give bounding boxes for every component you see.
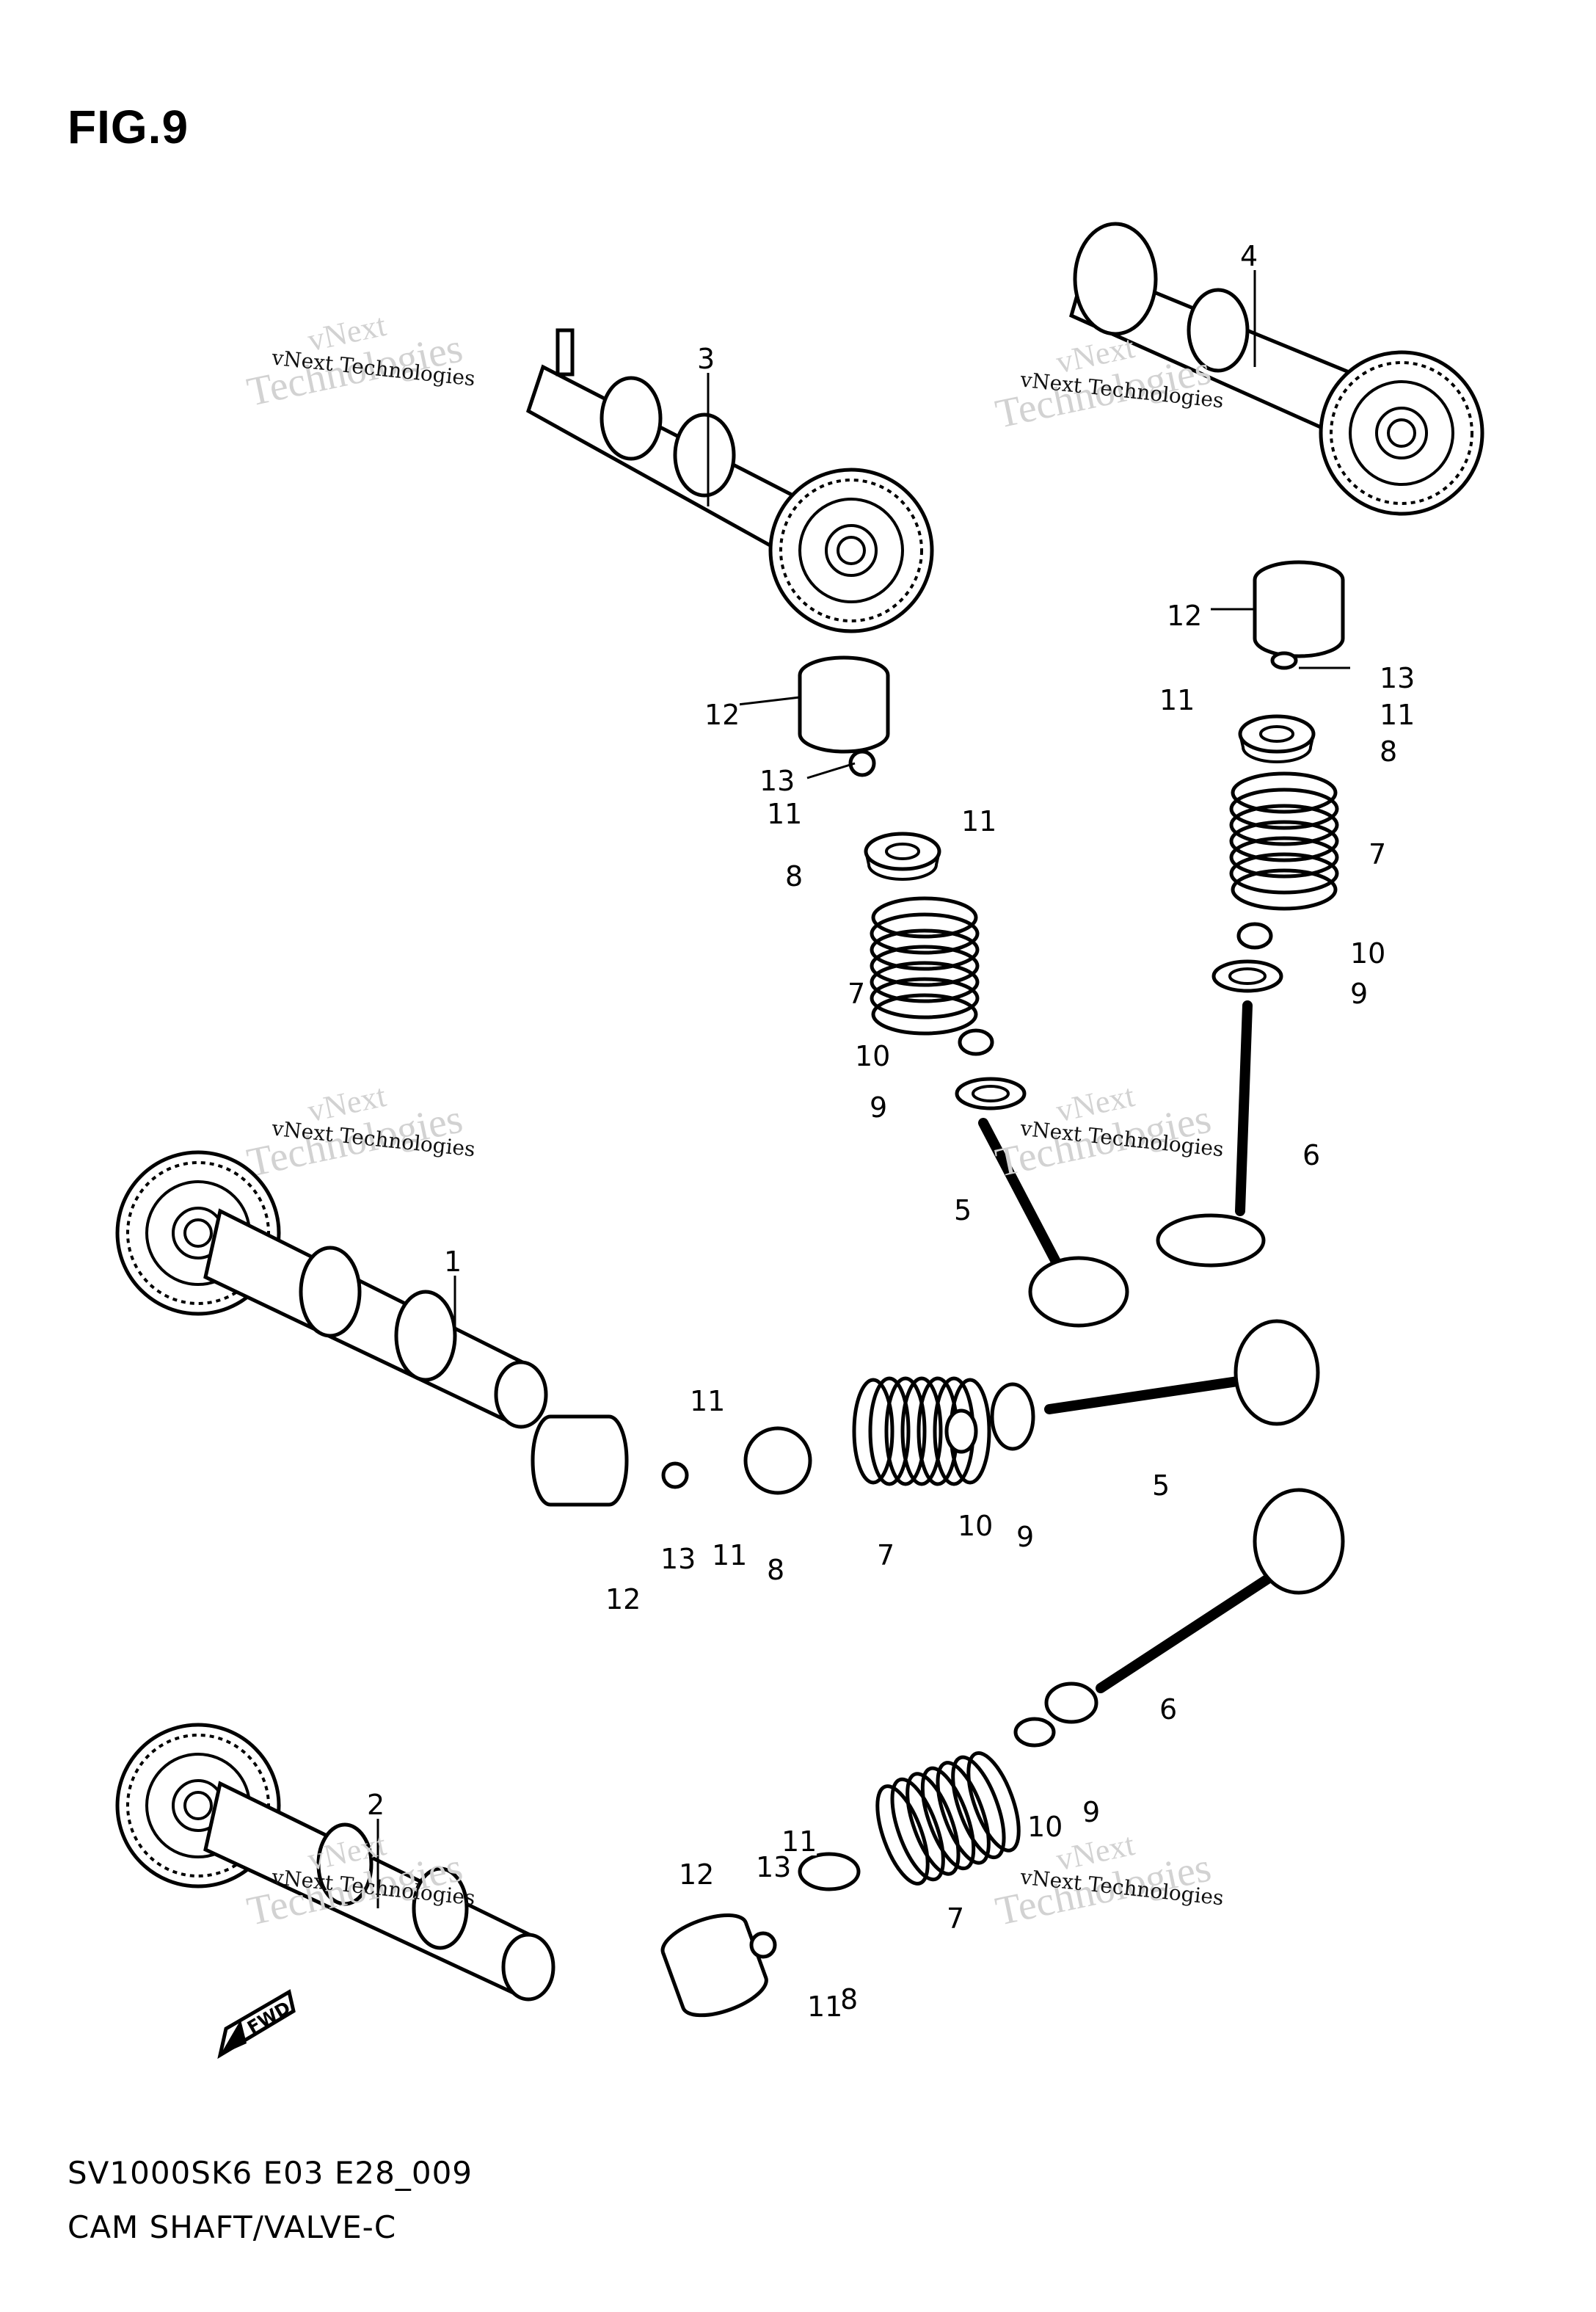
callout-cot11_b2: 11 bbox=[1380, 699, 1415, 731]
callout-cot11_a1: 11 bbox=[767, 798, 803, 830]
camshaft-4 bbox=[1069, 222, 1482, 514]
callout-cot11_a2: 11 bbox=[961, 805, 997, 837]
callout-shim13_d: 13 bbox=[756, 1851, 792, 1883]
callout-cam1: 1 bbox=[444, 1246, 462, 1278]
callout-cot11_d2: 11 bbox=[807, 1991, 843, 2023]
callout-seat9_d: 9 bbox=[1082, 1796, 1101, 1828]
callout-spring7_b: 7 bbox=[1369, 838, 1387, 870]
callout-ret8_d: 8 bbox=[840, 1983, 859, 2015]
callout-tap12_b: 12 bbox=[1167, 600, 1203, 632]
camshaft-2 bbox=[117, 1725, 555, 2002]
callout-seal10_a: 10 bbox=[855, 1040, 891, 1072]
callout-spring7_a: 7 bbox=[848, 978, 866, 1010]
callout-ret8_c: 8 bbox=[767, 1554, 785, 1586]
callout-cot11_c2: 11 bbox=[712, 1539, 748, 1571]
callout-cot11_b1: 11 bbox=[1159, 684, 1195, 716]
callout-valve5_lower: 5 bbox=[1152, 1469, 1170, 1502]
callout-cam4: 4 bbox=[1240, 240, 1258, 272]
valve-stack-right bbox=[1156, 562, 1343, 1268]
callout-shim13_a: 13 bbox=[759, 765, 795, 797]
valve-stack-lower bbox=[657, 1488, 1345, 2024]
camshaft-1 bbox=[117, 1152, 548, 1429]
callout-shim13_c: 13 bbox=[660, 1543, 696, 1575]
callout-seal10_d: 10 bbox=[1027, 1811, 1063, 1843]
valve-stack-center bbox=[800, 658, 1129, 1328]
callout-seat9_a: 9 bbox=[870, 1091, 888, 1124]
callout-tap12_d: 12 bbox=[679, 1858, 715, 1891]
diagram-caption: CAM SHAFT/VALVE-C bbox=[68, 2209, 397, 2245]
figure-title: FIG.9 bbox=[68, 101, 189, 153]
callout-cot11_d1: 11 bbox=[781, 1825, 817, 1858]
callout-cam2: 2 bbox=[367, 1789, 385, 1821]
callout-seal10_b: 10 bbox=[1350, 937, 1386, 970]
callout-cot11_c1: 11 bbox=[690, 1385, 726, 1417]
camshaft-3 bbox=[525, 328, 932, 631]
callout-spring7_c: 7 bbox=[877, 1539, 895, 1571]
fwd-arrow bbox=[217, 1989, 296, 2060]
callout-seal10_c: 10 bbox=[958, 1510, 994, 1542]
model-code: SV1000SK6 E03 E28_009 bbox=[68, 2155, 473, 2191]
valve-stack-middle bbox=[533, 1319, 1320, 1505]
callout-ret8_b: 8 bbox=[1380, 735, 1398, 768]
callout-valve5_upper: 5 bbox=[954, 1194, 972, 1226]
callout-seat9_b: 9 bbox=[1350, 978, 1369, 1010]
callout-shim13_b: 13 bbox=[1380, 662, 1415, 694]
callout-tap12_a: 12 bbox=[704, 699, 740, 731]
callout-cam3: 3 bbox=[697, 343, 715, 375]
callout-ret8_a: 8 bbox=[785, 860, 804, 893]
callout-spring7_d: 7 bbox=[947, 1902, 965, 1935]
callout-tap12_c: 12 bbox=[605, 1583, 641, 1615]
callout-seat9_c: 9 bbox=[1016, 1521, 1035, 1553]
callout-valve6_lower: 6 bbox=[1159, 1693, 1178, 1726]
callout-valve6_upper: 6 bbox=[1302, 1139, 1321, 1171]
